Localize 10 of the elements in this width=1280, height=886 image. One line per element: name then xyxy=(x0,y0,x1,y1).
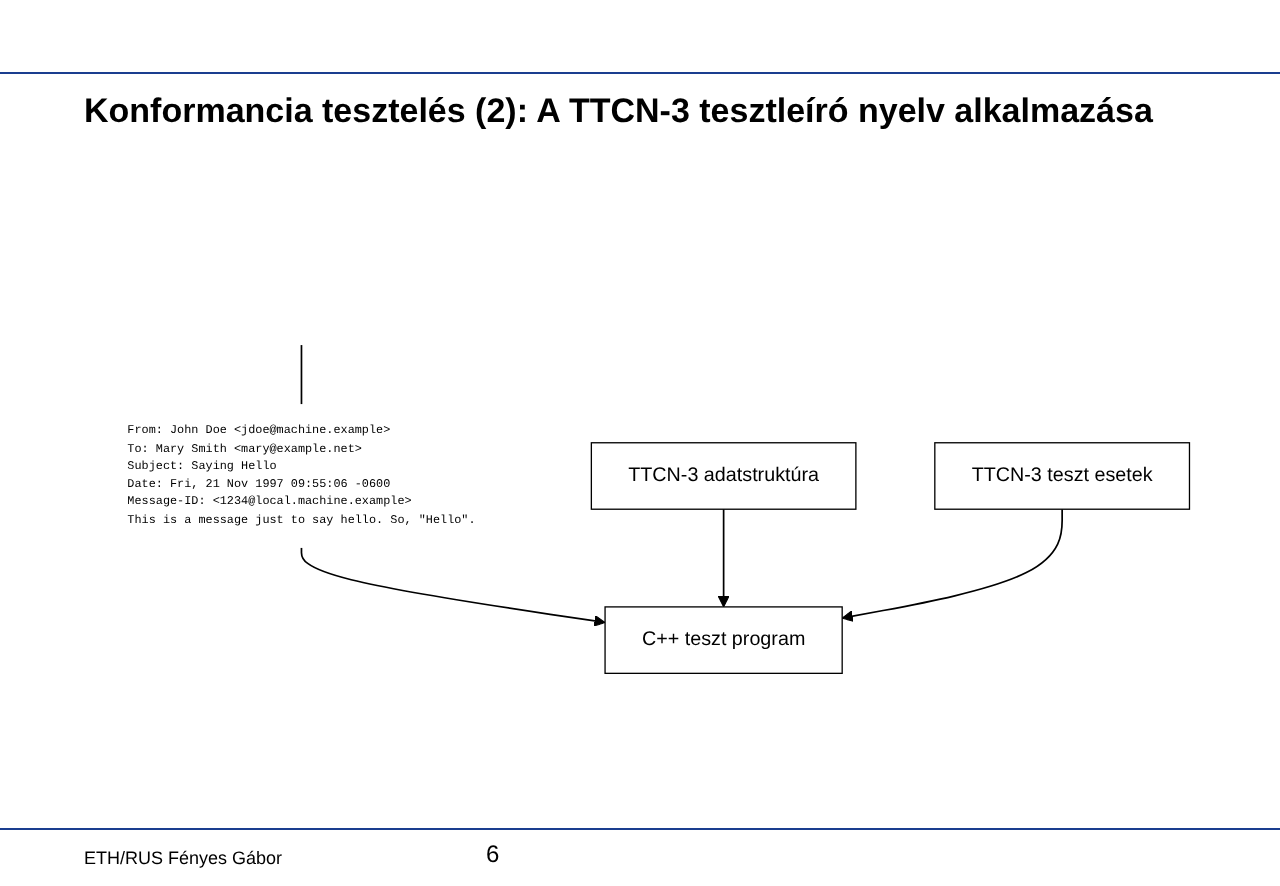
connector xyxy=(300,344,303,406)
slide-title: Konformancia tesztelés (2): A TTCN-3 tesztleíró nyelv alkalmazása xyxy=(84,90,1153,134)
arrow xyxy=(300,546,606,627)
node-box: TTCN-3 teszt esetek xyxy=(934,442,1191,510)
arrow xyxy=(841,508,1063,622)
author-text: ETH/RUS Fényes Gábor xyxy=(84,848,283,868)
arrow xyxy=(717,508,730,608)
node-box: C++ teszt program xyxy=(604,606,843,674)
node-box: TTCN-3 adatstruktúra xyxy=(590,442,857,510)
page-number: 6 xyxy=(486,840,500,868)
